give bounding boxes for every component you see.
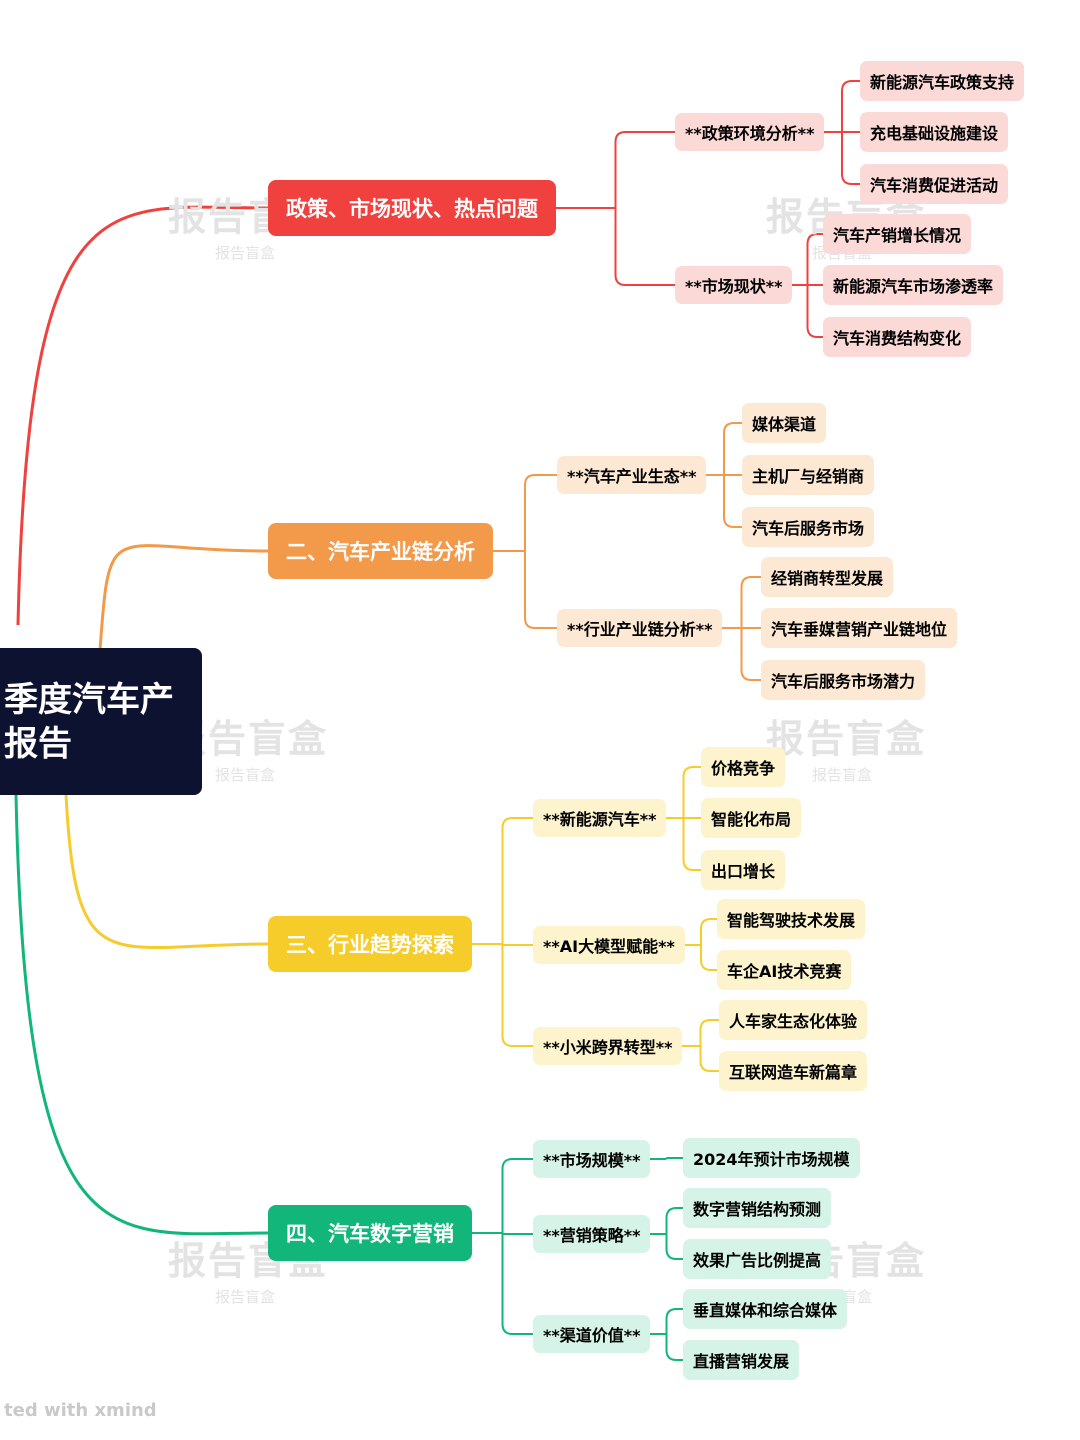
sub-leaf-connector: [841, 80, 860, 132]
branch-sub-connector: [501, 1158, 533, 1233]
sub-leaf-connector: [740, 628, 761, 681]
leaf-topic[interactable]: 效果广告比例提高: [683, 1239, 832, 1279]
sub-leaf-connector: [665, 1334, 683, 1361]
sub-topic[interactable]: **汽车产业生态**: [557, 456, 707, 494]
sub-leaf-connector: [682, 766, 701, 818]
root-branch-connector: [14, 794, 269, 1236]
sub-leaf-connector: [665, 1234, 683, 1260]
root-branch-connector: [98, 544, 269, 651]
branch-sub-connector: [614, 131, 675, 208]
root-title-line2: 报告: [4, 723, 72, 764]
leaf-topic[interactable]: 媒体渠道: [742, 403, 827, 443]
sub-topic[interactable]: **市场现状**: [675, 266, 793, 304]
sub-leaf-connector: [700, 945, 717, 971]
footer-credit: ted with xmind: [4, 1400, 157, 1421]
sub-topic[interactable]: **政策环境分析**: [675, 113, 825, 151]
leaf-topic[interactable]: 新能源汽车政策支持: [860, 61, 1025, 101]
branch-sub-connector: [501, 817, 533, 944]
watermark-small: 报告盲盒: [215, 244, 276, 262]
sub-topic[interactable]: **AI大模型赋能**: [533, 926, 685, 964]
leaf-topic[interactable]: 汽车消费促进活动: [860, 164, 1009, 204]
leaf-topic[interactable]: 价格竞争: [701, 747, 786, 787]
watermark-small: 报告盲盒: [812, 766, 873, 784]
sub-leaf-connector: [841, 132, 860, 185]
branch-digital-marketing[interactable]: 四、汽车数字营销: [268, 1205, 472, 1261]
leaf-topic[interactable]: 汽车垂媒营销产业链地位: [761, 608, 958, 648]
branch-industry-trends[interactable]: 三、行业趋势探索: [268, 916, 472, 972]
branch-sub-connector: [524, 551, 557, 629]
leaf-topic[interactable]: 车企AI技术竞赛: [717, 950, 852, 990]
sub-topic[interactable]: **渠道价值**: [533, 1315, 651, 1353]
root-topic[interactable]: 季度汽车产 报告: [0, 648, 202, 795]
leaf-topic[interactable]: 直播营销发展: [683, 1340, 800, 1380]
branch-sub-connector: [501, 944, 533, 1047]
sub-leaf-connector: [665, 1207, 683, 1234]
sub-leaf-connector: [723, 422, 742, 475]
branch-sub-connector: [501, 1233, 533, 1335]
root-branch-connector: [64, 794, 269, 950]
leaf-topic[interactable]: 智能化布局: [701, 798, 802, 838]
root-title-line1: 季度汽车产: [4, 679, 174, 720]
sub-leaf-connector: [806, 285, 823, 338]
sub-topic[interactable]: **市场规模**: [533, 1140, 651, 1178]
branch-policy-market[interactable]: 政策、市场现状、热点问题: [268, 180, 556, 236]
sub-leaf-connector: [699, 1046, 719, 1072]
branch-sub-connector: [524, 474, 557, 551]
leaf-topic[interactable]: 人车家生态化体验: [719, 1000, 868, 1040]
sub-leaf-connector: [806, 233, 823, 285]
leaf-topic[interactable]: 汽车消费结构变化: [823, 317, 972, 357]
sub-leaf-connector: [665, 1308, 683, 1334]
branch-industry-chain[interactable]: 二、汽车产业链分析: [268, 523, 493, 579]
leaf-topic[interactable]: 垂直媒体和综合媒体: [683, 1289, 848, 1329]
leaf-topic[interactable]: 汽车后服务市场潜力: [761, 660, 926, 700]
leaf-topic[interactable]: 智能驾驶技术发展: [717, 899, 866, 939]
leaf-topic[interactable]: 经销商转型发展: [761, 557, 894, 597]
branch-sub-connector: [501, 1232, 533, 1235]
sub-topic[interactable]: **小米跨界转型**: [533, 1027, 683, 1065]
watermark-small: 报告盲盒: [215, 766, 276, 784]
sub-leaf-connector: [699, 1019, 719, 1046]
leaf-topic[interactable]: 充电基础设施建设: [860, 112, 1009, 152]
leaf-topic[interactable]: 主机厂与经销商: [742, 455, 875, 495]
sub-leaf-connector: [665, 1157, 683, 1160]
watermark-small: 报告盲盒: [215, 1288, 276, 1306]
leaf-topic[interactable]: 新能源汽车市场渗透率: [823, 265, 1004, 305]
leaf-topic[interactable]: 出口增长: [701, 850, 786, 890]
leaf-topic[interactable]: 2024年预计市场规模: [683, 1138, 860, 1178]
sub-leaf-connector: [700, 918, 717, 945]
leaf-topic[interactable]: 数字营销结构预测: [683, 1188, 832, 1228]
leaf-topic[interactable]: 汽车产销增长情况: [823, 214, 972, 254]
sub-topic[interactable]: **新能源汽车**: [533, 799, 667, 837]
sub-topic[interactable]: **行业产业链分析**: [557, 609, 723, 647]
branch-sub-connector: [614, 208, 675, 286]
sub-topic[interactable]: **营销策略**: [533, 1215, 651, 1253]
sub-leaf-connector: [682, 818, 701, 871]
sub-leaf-connector: [723, 475, 742, 528]
watermark: 报告盲盒: [766, 717, 927, 761]
root-branch-connector: [16, 205, 269, 626]
sub-leaf-connector: [740, 576, 761, 628]
branch-sub-connector: [501, 943, 533, 946]
leaf-topic[interactable]: 互联网造车新篇章: [719, 1051, 868, 1091]
leaf-topic[interactable]: 汽车后服务市场: [742, 507, 875, 547]
